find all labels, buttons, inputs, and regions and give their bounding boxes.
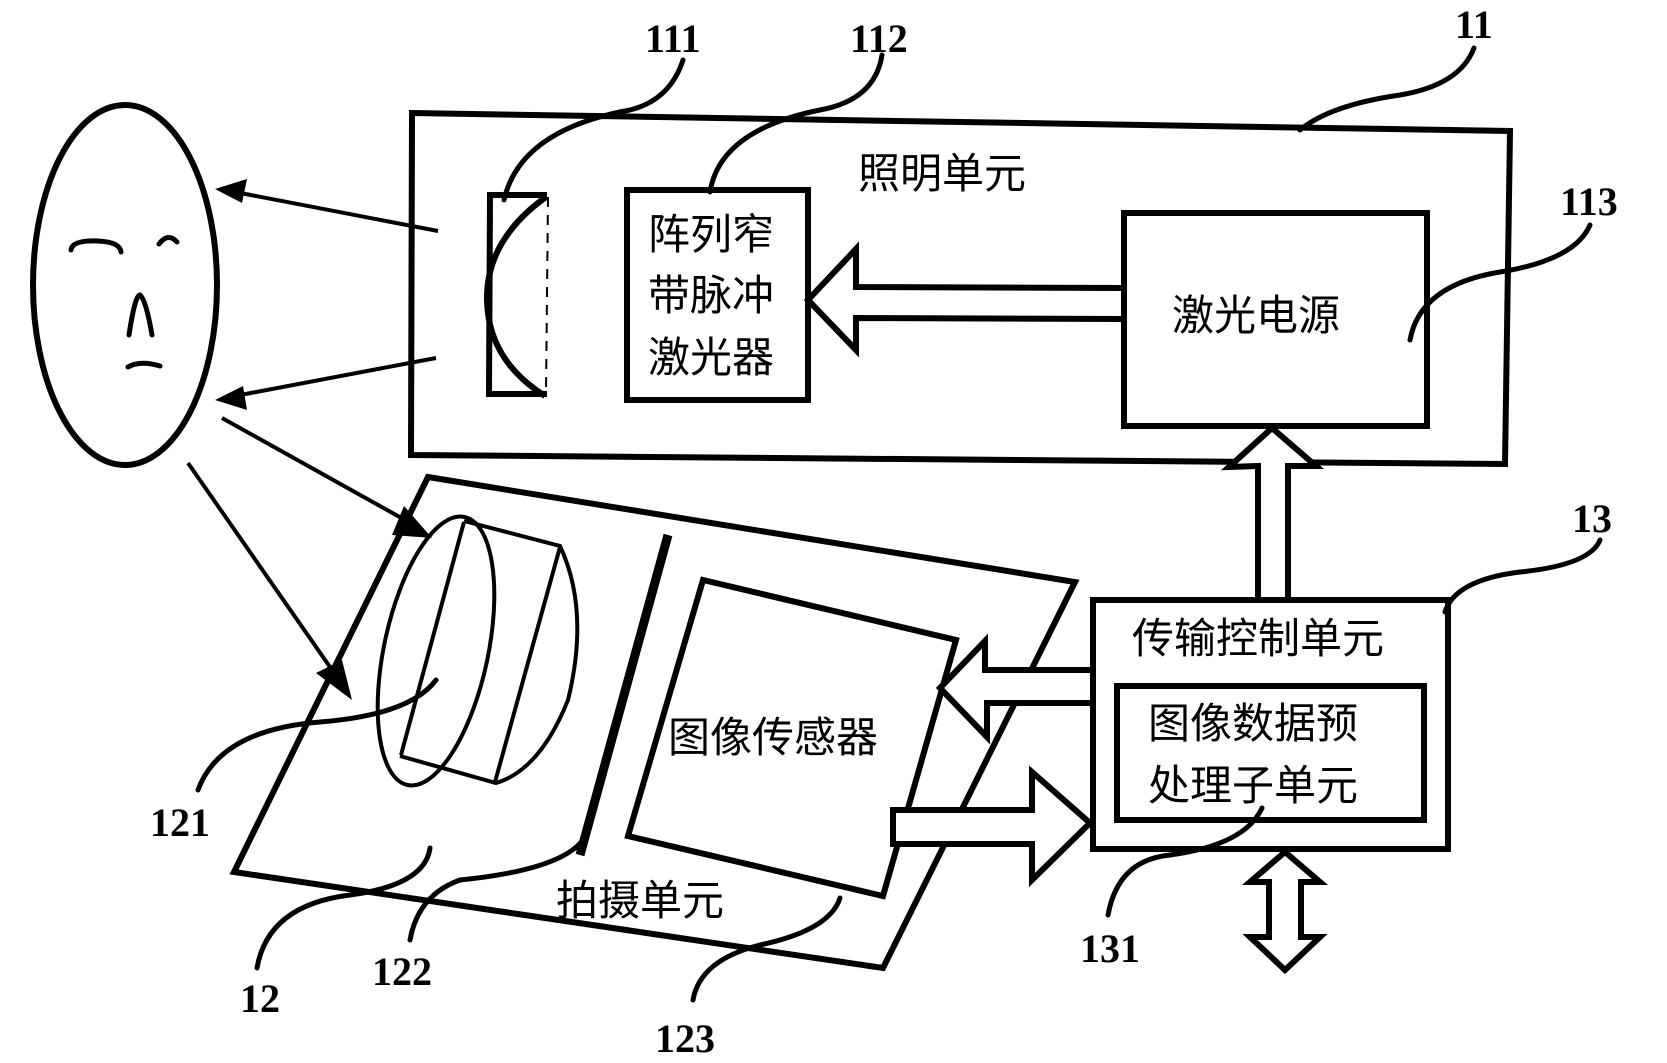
transmission-control-unit: 传输控制单元 图像数据预 处理子单元 xyxy=(890,423,1451,975)
ref-13: 13 xyxy=(1572,496,1612,541)
leader-111 xyxy=(501,57,686,203)
capture-unit-label: 拍摄单元 xyxy=(556,876,724,925)
pulsed-laser-label-line1: 阵列窄 xyxy=(648,210,774,259)
illumination-unit-label: 照明单元 xyxy=(858,149,1026,198)
ray-illumination-upper xyxy=(234,190,439,233)
ref-131: 131 xyxy=(1080,926,1140,971)
camera-lens-icon xyxy=(375,514,580,788)
lens-curve xyxy=(483,194,548,399)
ref-122: 122 xyxy=(372,949,432,994)
ref-112: 112 xyxy=(850,16,908,61)
ray-reflect-upper xyxy=(221,416,406,522)
capture-unit: 拍摄单元 图像传感器 xyxy=(229,473,1080,972)
leader-12 xyxy=(254,845,433,971)
control-to-power-arrow xyxy=(1220,423,1325,603)
leader-122 xyxy=(407,837,586,943)
face-outline xyxy=(30,102,220,468)
preprocess-label-line2: 处理子单元 xyxy=(1148,761,1358,810)
capture-unit-box xyxy=(229,473,1080,972)
ray-arrowhead xyxy=(215,179,247,203)
laser-power-label: 激光电源 xyxy=(1172,291,1340,340)
illumination-unit: 照明单元 阵列窄 带脉冲 激光器 激光电源 xyxy=(407,109,1514,468)
leader-11 xyxy=(1297,45,1477,133)
lens-111-icon xyxy=(483,192,549,399)
sensor-to-control-arrow xyxy=(890,765,1095,888)
ref-11: 11 xyxy=(1455,2,1493,47)
transmission-control-label: 传输控制单元 xyxy=(1132,614,1384,663)
lens-edge-left xyxy=(399,521,466,756)
pulsed-laser-label-line2: 带脉冲 xyxy=(648,271,774,320)
ray-illumination-lower xyxy=(234,356,437,398)
image-sensor-label: 图像传感器 xyxy=(668,713,878,762)
ref-123: 123 xyxy=(655,1016,715,1061)
ray-arrowhead xyxy=(316,660,352,700)
nose xyxy=(126,292,155,338)
lens-plane xyxy=(545,196,549,395)
lens-edge-right xyxy=(493,546,562,783)
control-to-sensor-arrow xyxy=(935,633,1096,745)
preprocess-label-line1: 图像数据预 xyxy=(1148,699,1358,748)
image-sensor-box xyxy=(624,576,960,900)
filter-plate xyxy=(575,533,673,857)
preprocess-subunit-box xyxy=(1114,683,1427,823)
left-eye xyxy=(68,238,124,255)
lens-body xyxy=(399,519,580,786)
ref-12: 12 xyxy=(240,976,280,1021)
face-icon xyxy=(30,102,220,468)
mouth xyxy=(125,360,163,370)
leader-123 xyxy=(690,895,843,1003)
power-to-laser-arrow xyxy=(803,241,1127,358)
leader-13 xyxy=(1442,537,1603,615)
leader-131 xyxy=(1105,805,1265,918)
ref-111: 111 xyxy=(645,16,701,61)
leader-113 xyxy=(1407,222,1593,343)
ref-121: 121 xyxy=(150,800,210,845)
leader-112 xyxy=(707,52,885,195)
leader-121 xyxy=(195,677,439,793)
pulsed-laser-label-line3: 激光器 xyxy=(648,333,774,382)
pulsed-laser-box xyxy=(624,187,811,403)
ray-reflect-lower xyxy=(186,461,332,669)
right-eye xyxy=(156,235,180,247)
reference-labels: 111 112 11 113 13 121 12 122 123 131 xyxy=(150,2,1618,1061)
light-rays xyxy=(186,179,439,700)
ref-113: 113 xyxy=(1560,179,1618,224)
illumination-unit-box xyxy=(407,109,1514,468)
lens-front-ellipse xyxy=(375,514,497,788)
ray-arrowhead xyxy=(215,386,247,410)
external-io-arrow xyxy=(1241,848,1329,975)
